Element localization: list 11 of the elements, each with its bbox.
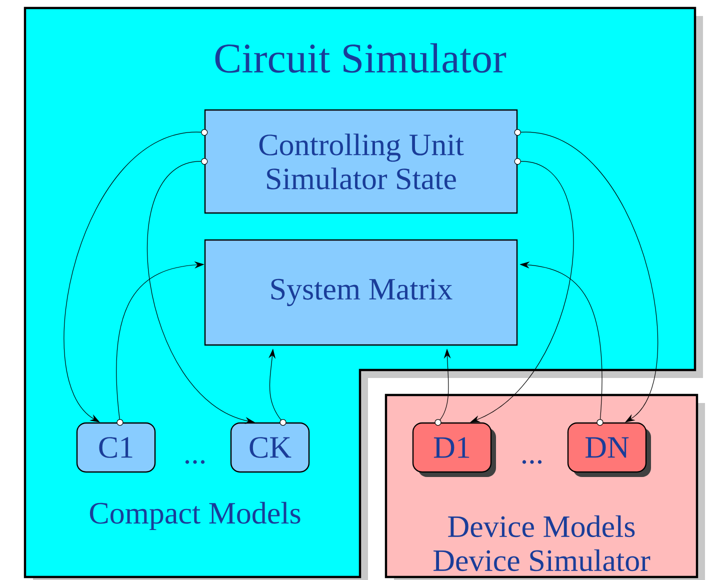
arrow [64, 132, 202, 422]
model-box: DN [567, 419, 651, 477]
text-label: ... [522, 460, 542, 464]
model-box: C1 [76, 419, 156, 473]
model-box: D1 [412, 419, 496, 477]
process-box: Controlling Unit Simulator State [201, 109, 521, 214]
arrow [520, 132, 658, 422]
text-label: Compact Models [90, 502, 300, 530]
text-label: ... [185, 460, 205, 464]
model-box: CK [230, 419, 310, 473]
process-box: System Matrix [204, 239, 518, 346]
